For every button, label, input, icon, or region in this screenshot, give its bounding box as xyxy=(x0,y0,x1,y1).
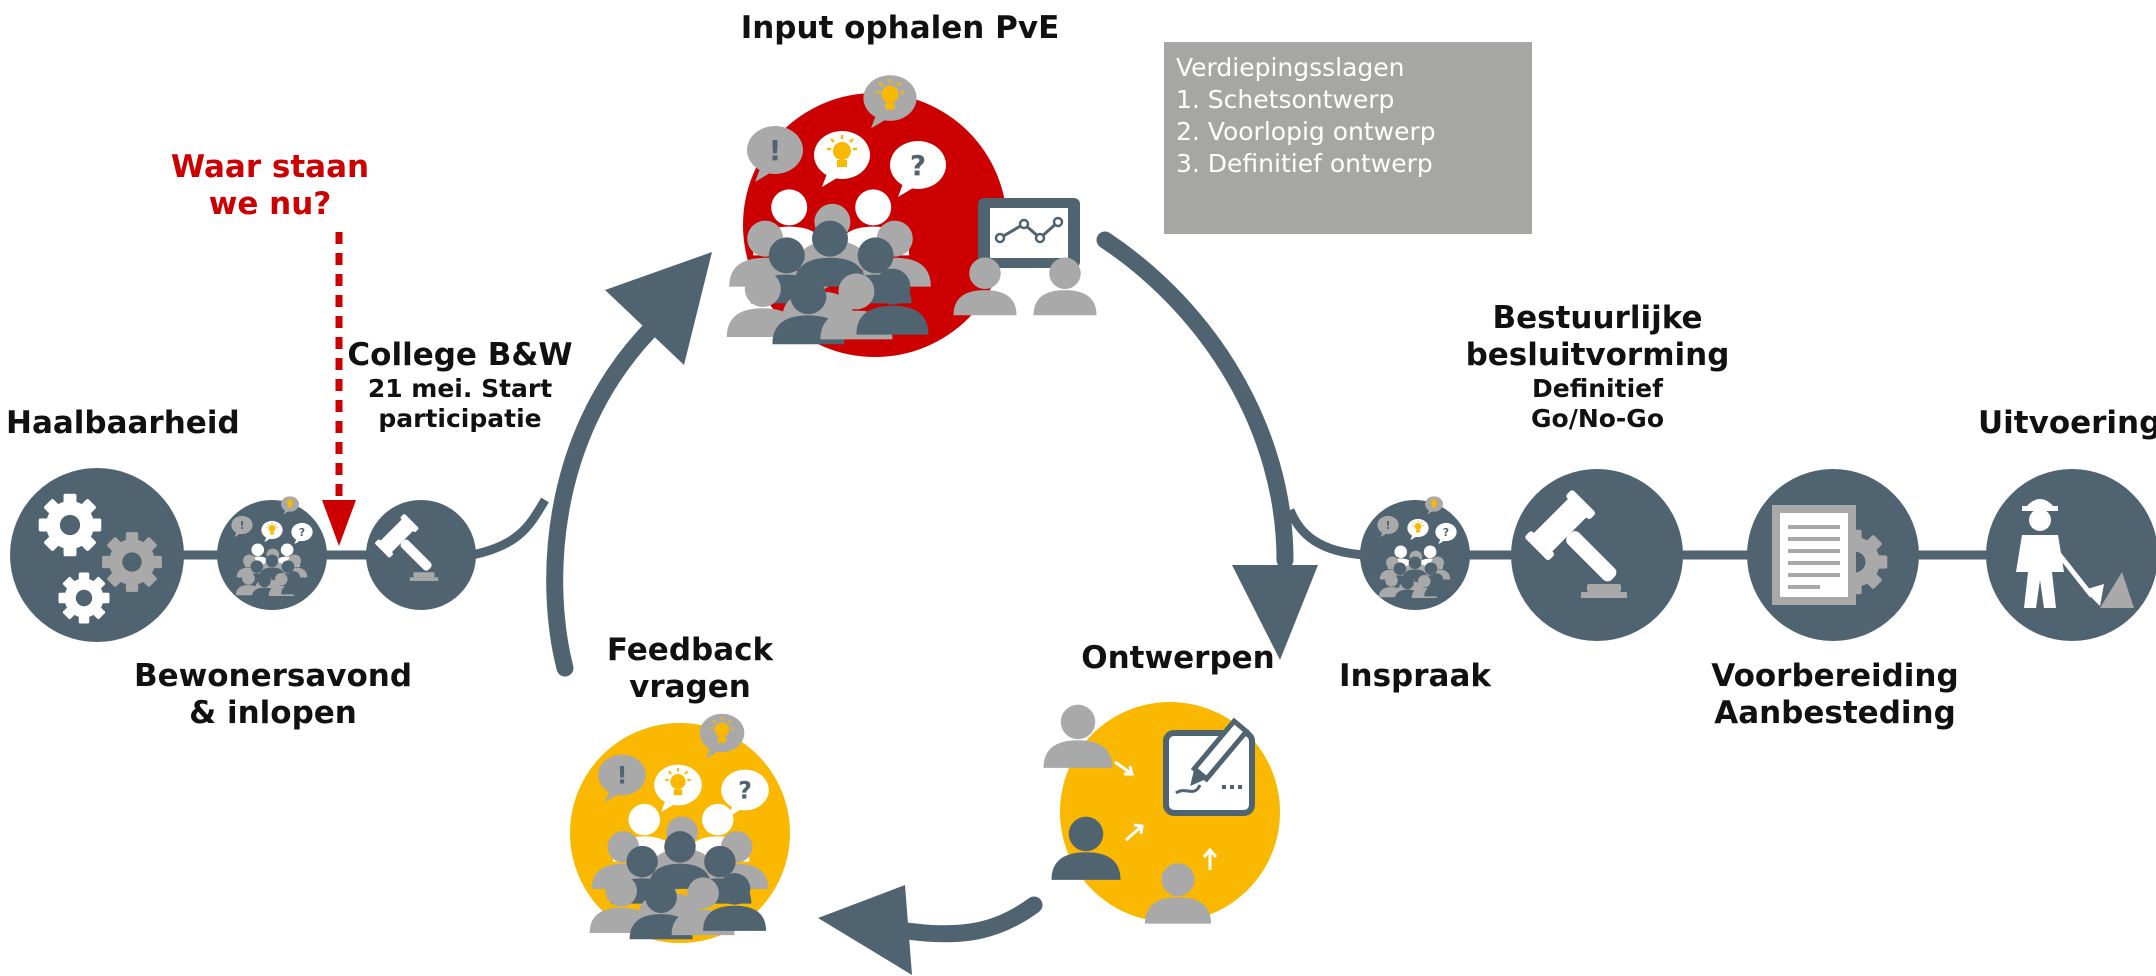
bewonersavond-line2: & inlopen xyxy=(189,695,357,732)
label-bestuurlijke: Bestuurlijke besluitvorming Definitief G… xyxy=(1440,300,1755,434)
label-ontwerpen: Ontwerpen xyxy=(1081,640,1275,676)
cycle-arrow-up xyxy=(546,252,712,677)
college-line1: 21 mei. Start xyxy=(367,374,553,404)
bestuurlijke-node xyxy=(1511,469,1683,641)
voorbereiding-line1: Voorbereiding xyxy=(1711,658,1959,694)
bestuurlijke-sub2: Go/No-Go xyxy=(1531,404,1664,434)
college-node xyxy=(366,500,476,610)
bestuurlijke-line2: besluitvorming xyxy=(1465,337,1730,374)
marker-line2: we nu? xyxy=(208,186,332,223)
voorbereiding-node xyxy=(1747,469,1919,641)
feedback-line2: vragen xyxy=(629,669,751,706)
exclaim-mark: ! xyxy=(617,762,628,790)
bewonersavond-node: ! ? xyxy=(217,496,327,610)
question-mark: ? xyxy=(299,526,305,539)
marker-line1: Waar staan xyxy=(170,149,370,185)
label-college: College B&W 21 mei. Start participatie xyxy=(340,337,580,434)
label-inspraak: Inspraak xyxy=(1339,658,1491,694)
infobox-item: 3. Definitief ontwerp xyxy=(1176,149,1433,178)
feedback-node: ! ? xyxy=(570,713,790,943)
infobox-item: 2. Voorlopig ontwerp xyxy=(1176,117,1436,146)
construction-worker-icon xyxy=(2016,499,2134,608)
exclaim-mark: ! xyxy=(1386,519,1391,532)
cycle-arrow-left xyxy=(818,885,1043,975)
question-mark: ? xyxy=(1443,526,1449,539)
verdiepingsslagen-box: Verdiepingsslagen 1. Schetsontwerp 2. Vo… xyxy=(1164,42,1532,234)
question-mark: ? xyxy=(738,777,752,805)
label-haalbaarheid: Haalbaarheid xyxy=(6,405,240,441)
exclaim-mark: ! xyxy=(769,134,782,167)
college-title: College B&W xyxy=(347,337,573,373)
label-uitvoering: Uitvoering xyxy=(1978,405,2156,441)
label-bewonersavond: Bewonersavond & inlopen xyxy=(128,658,418,732)
uitvoering-node xyxy=(1986,469,2156,641)
bestuurlijke-line1: Bestuurlijke xyxy=(1492,300,1703,336)
question-mark: ? xyxy=(910,149,926,182)
timeline-connector xyxy=(175,497,1990,560)
label-voorbereiding: Voorbereiding Aanbesteding xyxy=(1695,658,1975,732)
inspraak-node: ! ? xyxy=(1360,496,1470,610)
label-input-ophalen: Input ophalen PvE xyxy=(740,10,1060,46)
ontwerpen-node xyxy=(1043,702,1280,924)
bestuurlijke-sub1: Definitief xyxy=(1532,374,1663,404)
input-ophalen-node: ! ? xyxy=(727,75,1097,357)
college-line2: participatie xyxy=(378,404,542,434)
document-gear-icon xyxy=(1772,505,1888,605)
infobox-item: 1. Schetsontwerp xyxy=(1176,85,1395,114)
current-position-marker xyxy=(322,232,356,546)
haalbaarheid-node xyxy=(10,468,184,642)
label-marker: Waar staan we nu? xyxy=(160,149,380,223)
exclaim-mark: ! xyxy=(240,519,245,532)
cycle-arrow-down xyxy=(1096,231,1318,660)
presentation-icon xyxy=(953,198,1097,316)
label-feedback: Feedback vragen xyxy=(580,632,800,706)
feedback-line1: Feedback xyxy=(606,632,774,668)
voorbereiding-line2: Aanbesteding xyxy=(1714,695,1956,732)
design-pen-icon xyxy=(1163,717,1255,816)
infobox-title: Verdiepingsslagen xyxy=(1176,53,1405,82)
bewonersavond-line1: Bewonersavond xyxy=(133,658,413,694)
